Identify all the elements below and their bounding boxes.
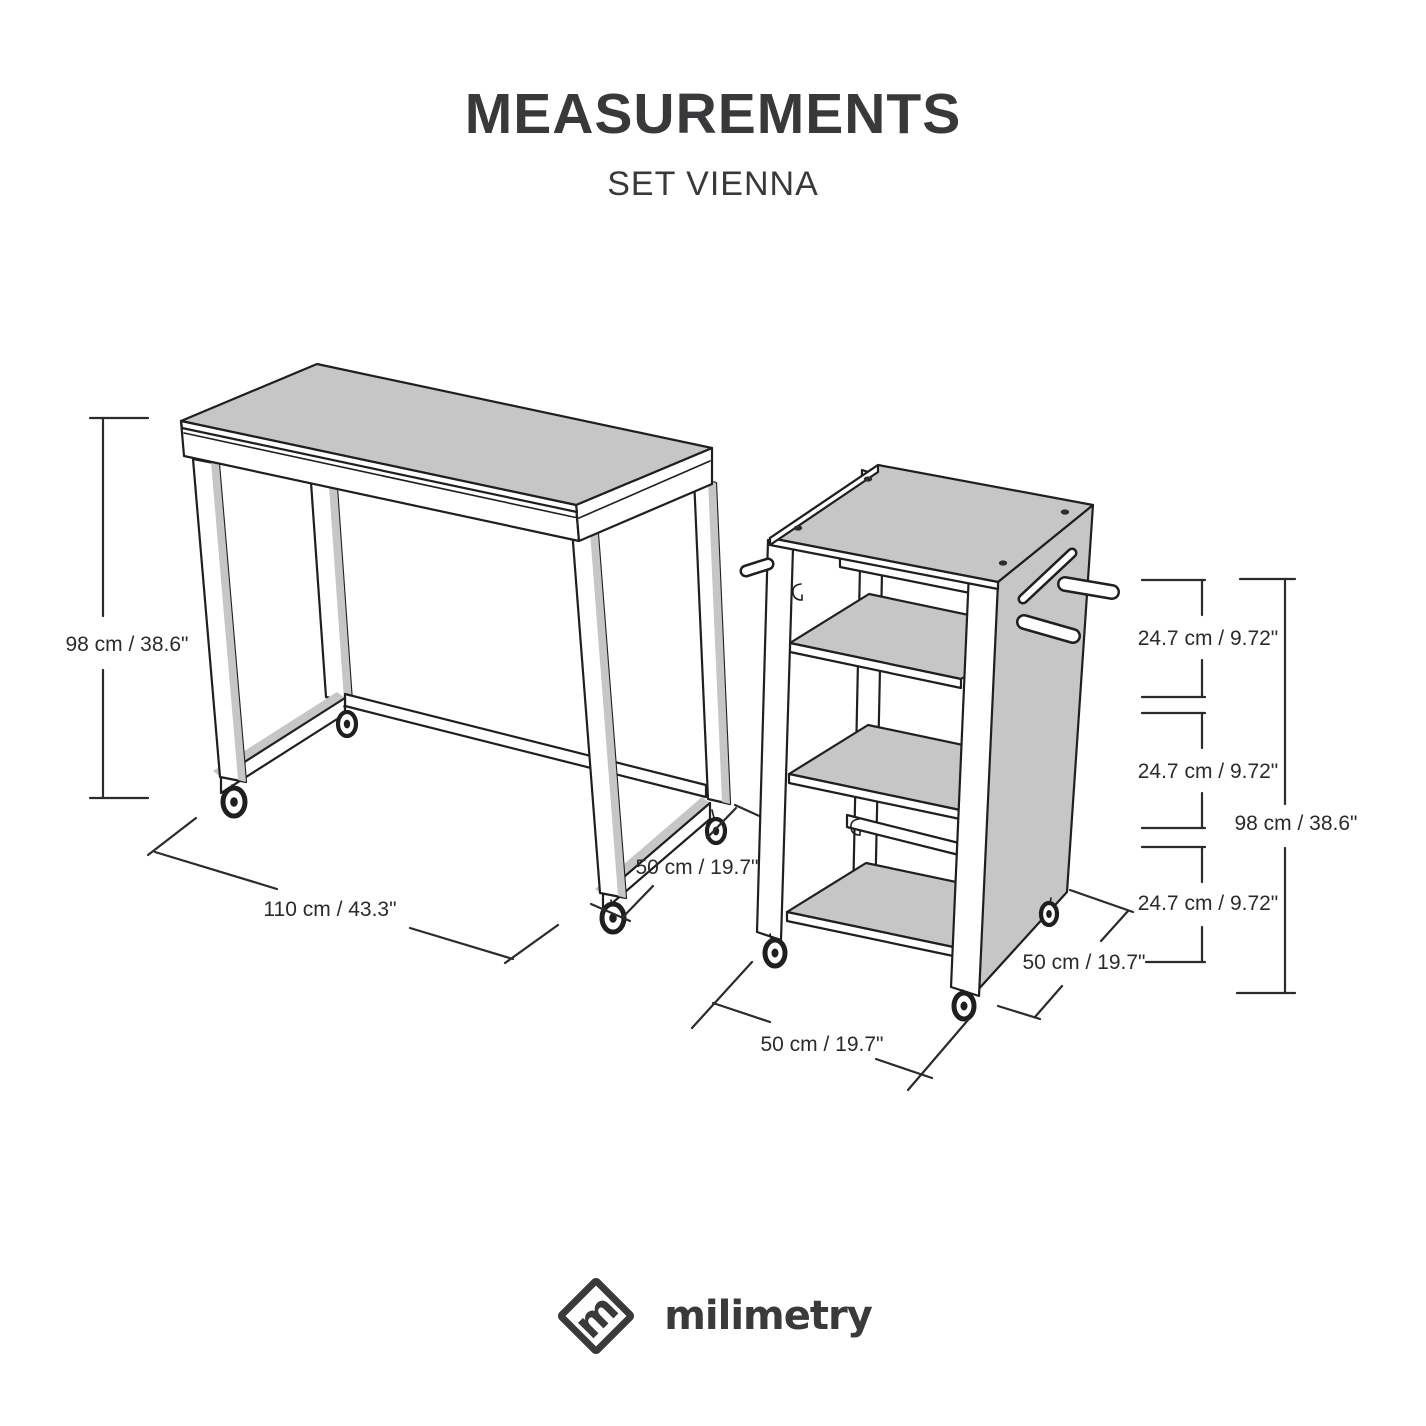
table-height-dimension: 98 cm / 38.6" — [65, 416, 189, 800]
cart-screw-hole — [793, 525, 803, 531]
cart-height-dimension: 98 cm / 38.6" — [1234, 577, 1358, 995]
table-caster-front-left — [220, 784, 248, 819]
logo-diamond — [558, 1277, 635, 1355]
table-drawing — [179, 362, 732, 935]
table-top-edge — [179, 419, 579, 514]
cart-top-edge-left — [768, 463, 880, 547]
table-stretcher-bar — [343, 692, 708, 799]
cart-caster-front-right — [951, 989, 977, 1022]
cart-peg-right-upper — [1057, 576, 1120, 600]
milimetry-logo-icon: m — [558, 1277, 635, 1355]
table-depth-dimension: 50 cm / 19.7" — [589, 803, 770, 923]
cart-depth-label: 50 cm / 19.7" — [1022, 951, 1145, 974]
cart-shelf-gap-3-dimension: 24.7 cm / 9.72" — [1138, 845, 1279, 964]
page-title: MEASUREMENTS — [464, 82, 962, 146]
cart-drawing — [739, 463, 1120, 1022]
cart-peg-left — [739, 557, 775, 578]
cart-width-label: 50 cm / 19.7" — [760, 1033, 883, 1056]
table-right-rail — [601, 801, 712, 913]
cart-front-left-post — [755, 538, 795, 942]
table-width-label: 110 cm / 43.3" — [263, 898, 396, 921]
brand-wordmark: milimetry — [664, 1293, 873, 1339]
brand-footer: m milimetry — [0, 1274, 1426, 1358]
table-depth-label: 50 cm / 19.7" — [635, 856, 758, 879]
cart-shelf-gap-2-dimension: 24.7 cm / 9.72" — [1138, 711, 1279, 830]
cart-screw-hole — [998, 560, 1008, 566]
cart-shelf-gap-2-label: 24.7 cm / 9.72" — [1138, 760, 1279, 783]
table-caster-back-left — [335, 705, 359, 739]
page-subtitle: SET VIENNA — [607, 165, 819, 203]
cart-screw-hole — [1060, 509, 1070, 515]
cart-screw-hole — [863, 476, 873, 482]
cart-shelf-gap-1-label: 24.7 cm / 9.72" — [1138, 627, 1279, 650]
cart-caster-front-left — [762, 933, 788, 969]
cart-hook-top — [792, 583, 803, 601]
cart-caster-back — [1038, 897, 1060, 928]
table-width-dimension: 110 cm / 43.3" — [146, 816, 560, 965]
cart-height-label: 98 cm / 38.6" — [1234, 812, 1357, 835]
table-height-label: 98 cm / 38.6" — [65, 633, 188, 656]
header: MEASUREMENTS SET VIENNA — [0, 82, 1426, 203]
cart-hook-middle — [850, 818, 861, 836]
cart-width-dimension: 50 cm / 19.7" — [690, 960, 970, 1092]
cart-shelf-gap-1-dimension: 24.7 cm / 9.72" — [1138, 578, 1279, 699]
cart-depth-dimension: 50 cm / 19.7" — [996, 888, 1146, 1021]
cart-shelf-gap-3-label: 24.7 cm / 9.72" — [1138, 892, 1279, 915]
cart-peg-right-lower — [1016, 614, 1081, 644]
logo-letter: m — [566, 1286, 628, 1348]
cart-handle-slot — [1017, 547, 1078, 605]
